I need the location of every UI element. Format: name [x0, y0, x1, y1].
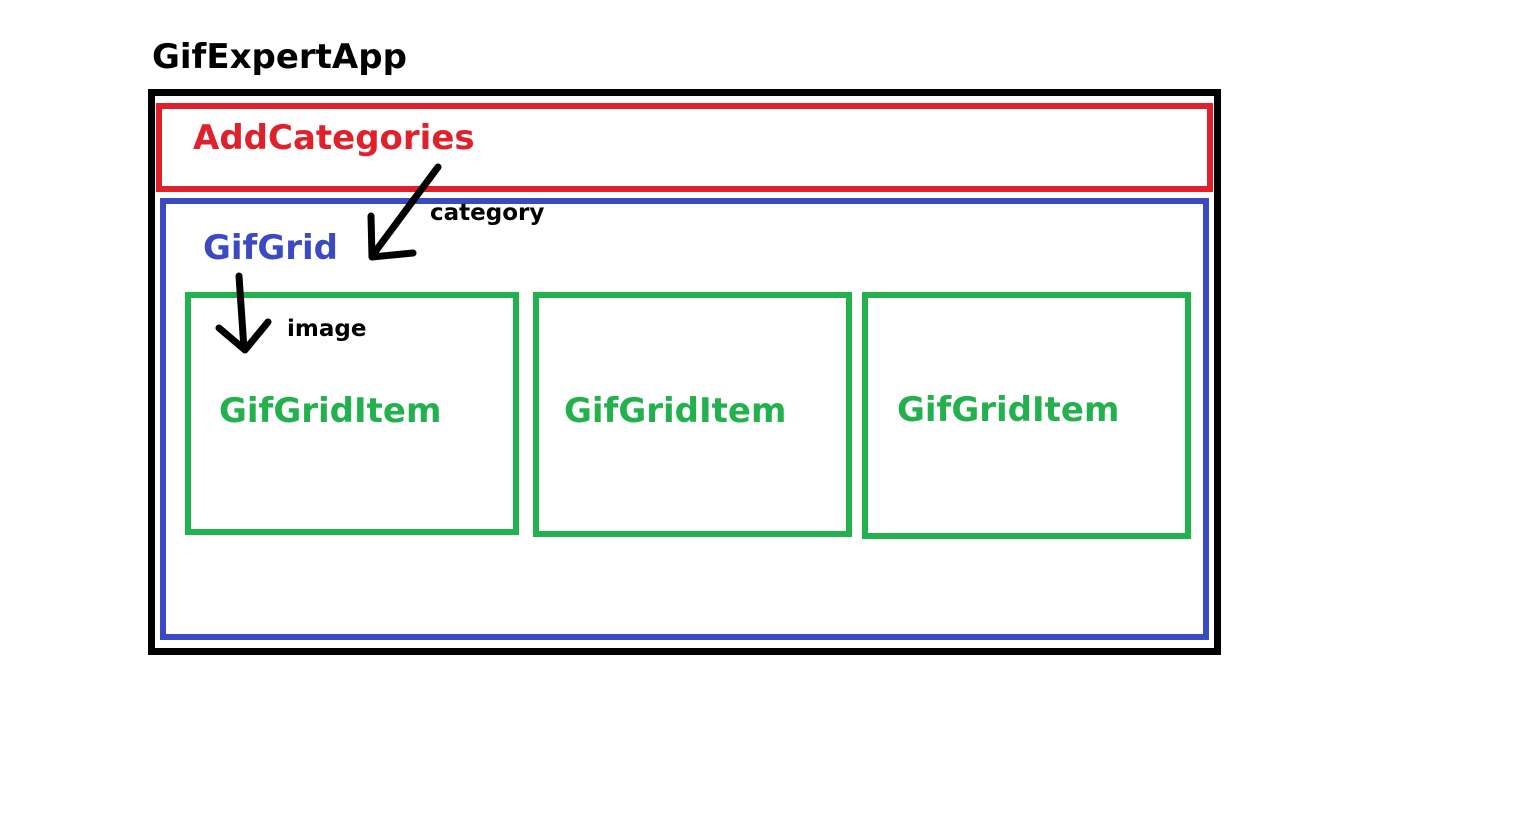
gif-grid-item-box: [185, 292, 519, 535]
app-title: GifExpertApp: [152, 37, 407, 77]
gif-grid-label: GifGrid: [203, 228, 339, 268]
gif-grid-box: [160, 198, 1209, 640]
gif-expert-app-box: [148, 89, 1221, 655]
gif-grid-item-box: [533, 292, 852, 537]
gif-grid-item-label: GifGridItem: [564, 391, 787, 431]
gif-grid-item-box: [862, 292, 1191, 539]
gif-grid-item-label: GifGridItem: [897, 390, 1120, 430]
category-edge-label: category: [430, 200, 545, 226]
image-edge-label: image: [287, 316, 367, 342]
add-categories-box: [156, 103, 1213, 192]
add-categories-label: AddCategories: [193, 118, 475, 158]
gif-grid-item-label: GifGridItem: [219, 391, 442, 431]
